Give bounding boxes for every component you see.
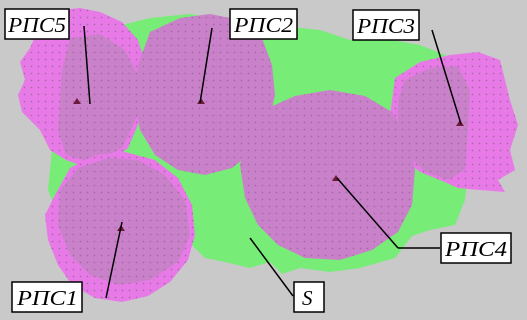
leader-line-rps1 — [105, 221, 123, 299]
label-rps3-text: РПС3 — [356, 14, 415, 38]
leader-line-rps2 — [199, 27, 213, 104]
leader-line-rps3 — [431, 29, 462, 125]
label-s: S — [293, 281, 325, 313]
label-rps1: РПС1 — [11, 281, 83, 313]
label-rps5-text: РПС5 — [7, 13, 66, 37]
label-rps2-text: РПС2 — [233, 13, 294, 37]
leader-line-rps4 — [336, 177, 399, 249]
label-rps3: РПС3 — [352, 9, 420, 41]
label-rps4-text: РПС4 — [444, 237, 508, 261]
zone-rps3-grid — [390, 52, 518, 192]
leader-line-s — [249, 237, 294, 297]
label-rps2: РПС2 — [229, 8, 298, 40]
label-rps4: РПС4 — [440, 232, 512, 264]
label-rps5: РПС5 — [4, 8, 70, 40]
label-rps1-text: РПС1 — [16, 286, 78, 310]
label-s-text: S — [302, 286, 313, 310]
zone-rps2-grid — [135, 14, 275, 175]
leader-line-rps5 — [83, 25, 91, 105]
station-marker-rps5 — [73, 98, 81, 104]
zone-rps5-grid — [18, 8, 146, 168]
